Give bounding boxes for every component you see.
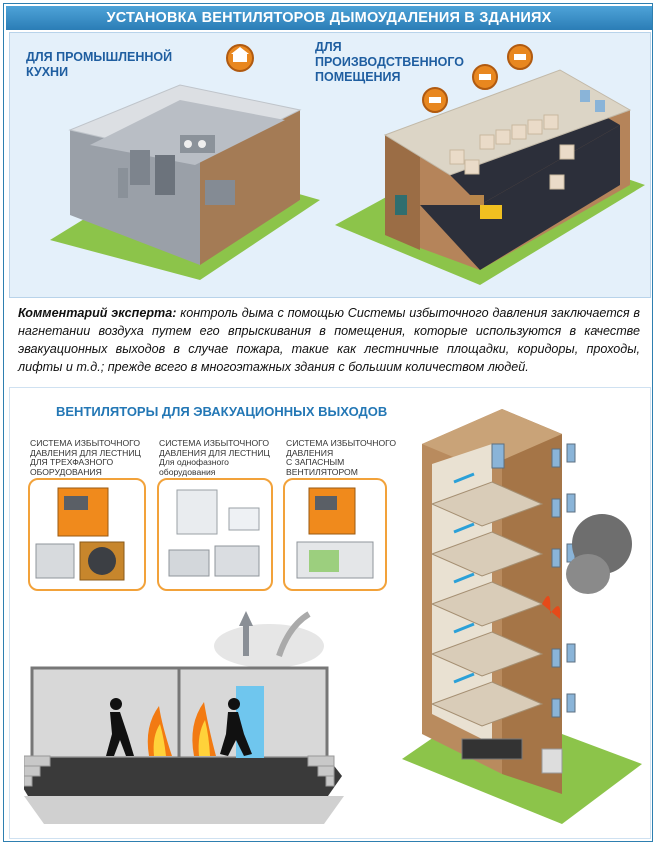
system-2-line1: СИСТЕМА ИЗБЫТОЧНОГО bbox=[159, 438, 270, 448]
system-label-2: СИСТЕМА ИЗБЫТОЧНОГО ДАВЛЕНИЯ ДЛЯ ЛЕСТНИЦ… bbox=[159, 438, 270, 477]
system-3-line4: ВЕНТИЛЯТОРОМ bbox=[286, 466, 358, 477]
system-1-line3: ДЛЯ ТРЕХФАЗНОГО bbox=[30, 457, 114, 467]
single-phase-equipment-image bbox=[168, 489, 260, 577]
expert-comment-lead: Комментарий эксперта: bbox=[18, 306, 177, 320]
fire-evacuation-scene bbox=[24, 611, 344, 824]
kitchen-label: ДЛЯ ПРОМЫШЛЕННОЙ КУХНИ bbox=[26, 50, 172, 80]
system-label-1: СИСТЕМА ИЗБЫТОЧНОГО ДАВЛЕНИЯ ДЛЯ ЛЕСТНИЦ… bbox=[30, 438, 141, 477]
kitchen-label-line2: КУХНИ bbox=[26, 65, 69, 79]
production-label: ДЛЯ ПРОИЗВОДСТВЕННОГО ПОМЕЩЕНИЯ bbox=[315, 40, 464, 85]
system-box-3 bbox=[283, 478, 387, 591]
production-building-illustration bbox=[335, 44, 645, 285]
three-phase-equipment-image bbox=[35, 487, 125, 581]
system-2-line2: ДАВЛЕНИЯ ДЛЯ ЛЕСТНИЦ bbox=[159, 447, 270, 458]
expert-comment: Комментарий эксперта: контроль дыма с по… bbox=[18, 304, 640, 376]
production-label-line1: ДЛЯ bbox=[315, 40, 342, 54]
production-label-line3: ПОМЕЩЕНИЯ bbox=[315, 70, 401, 84]
kitchen-building-illustration bbox=[50, 44, 320, 280]
multistorey-building-illustration bbox=[402, 409, 642, 824]
system-1-line1: СИСТЕМА ИЗБЫТОЧНОГО bbox=[30, 438, 141, 448]
system-box-1 bbox=[28, 478, 146, 591]
production-label-line2: ПРОИЗВОДСТВЕННОГО bbox=[315, 55, 465, 69]
system-label-3: СИСТЕМА ИЗБЫТОЧНОГО ДАВЛЕНИЯ С ЗАПАСНЫМ … bbox=[286, 438, 397, 477]
system-3-line3: С ЗАПАСНЫМ bbox=[286, 457, 345, 467]
kitchen-label-line1: ДЛЯ ПРОМЫШЛЕННОЙ bbox=[26, 50, 173, 64]
page-title: УСТАНОВКА ВЕНТИЛЯТОРОВ ДЫМОУДАЛЕНИЯ В ЗД… bbox=[6, 6, 652, 30]
system-3-line1: СИСТЕМА ИЗБЫТОЧНОГО bbox=[286, 438, 397, 448]
system-box-2 bbox=[157, 478, 273, 591]
system-3-line2: ДАВЛЕНИЯ bbox=[286, 447, 334, 458]
backup-fan-equipment-image bbox=[296, 487, 374, 579]
system-1-line2: ДАВЛЕНИЯ ДЛЯ ЛЕСТНИЦ bbox=[30, 447, 141, 458]
system-2-line4: оборудования bbox=[159, 466, 216, 477]
expert-comment-text: контроль дыма с помощью Системы избыточн… bbox=[18, 306, 640, 374]
section-title: ВЕНТИЛЯТОРЫ ДЛЯ ЭВАКУАЦИОННЫХ ВЫХОДОВ bbox=[56, 404, 388, 419]
system-2-line3: Для однофазного bbox=[159, 457, 229, 467]
system-1-line4: ОБОРУДОВАНИЯ bbox=[30, 466, 102, 477]
